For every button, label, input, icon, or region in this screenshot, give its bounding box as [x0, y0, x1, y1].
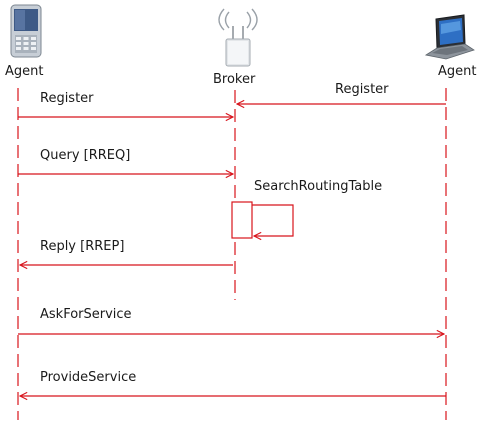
- message-search-label: SearchRoutingTable: [254, 179, 383, 194]
- message-ask-label: AskForService: [40, 307, 132, 322]
- laptop-icon: [424, 14, 475, 60]
- smartphone-icon: [10, 4, 42, 58]
- message-search-self-arrow: [252, 204, 294, 236]
- activation-box: [231, 201, 253, 239]
- wireless-router-icon: [218, 8, 258, 67]
- participant-agent-left-label: Agent: [5, 64, 44, 79]
- participant-agent-right-label: Agent: [438, 64, 477, 79]
- message-query-label: Query [RREQ]: [40, 148, 131, 163]
- participant-broker-label: Broker: [213, 72, 256, 87]
- message-register-left-label: Register: [40, 91, 94, 106]
- message-provide-label: ProvideService: [40, 370, 137, 385]
- message-register-right-label: Register: [335, 82, 389, 97]
- message-reply-label: Reply [RREP]: [40, 239, 125, 254]
